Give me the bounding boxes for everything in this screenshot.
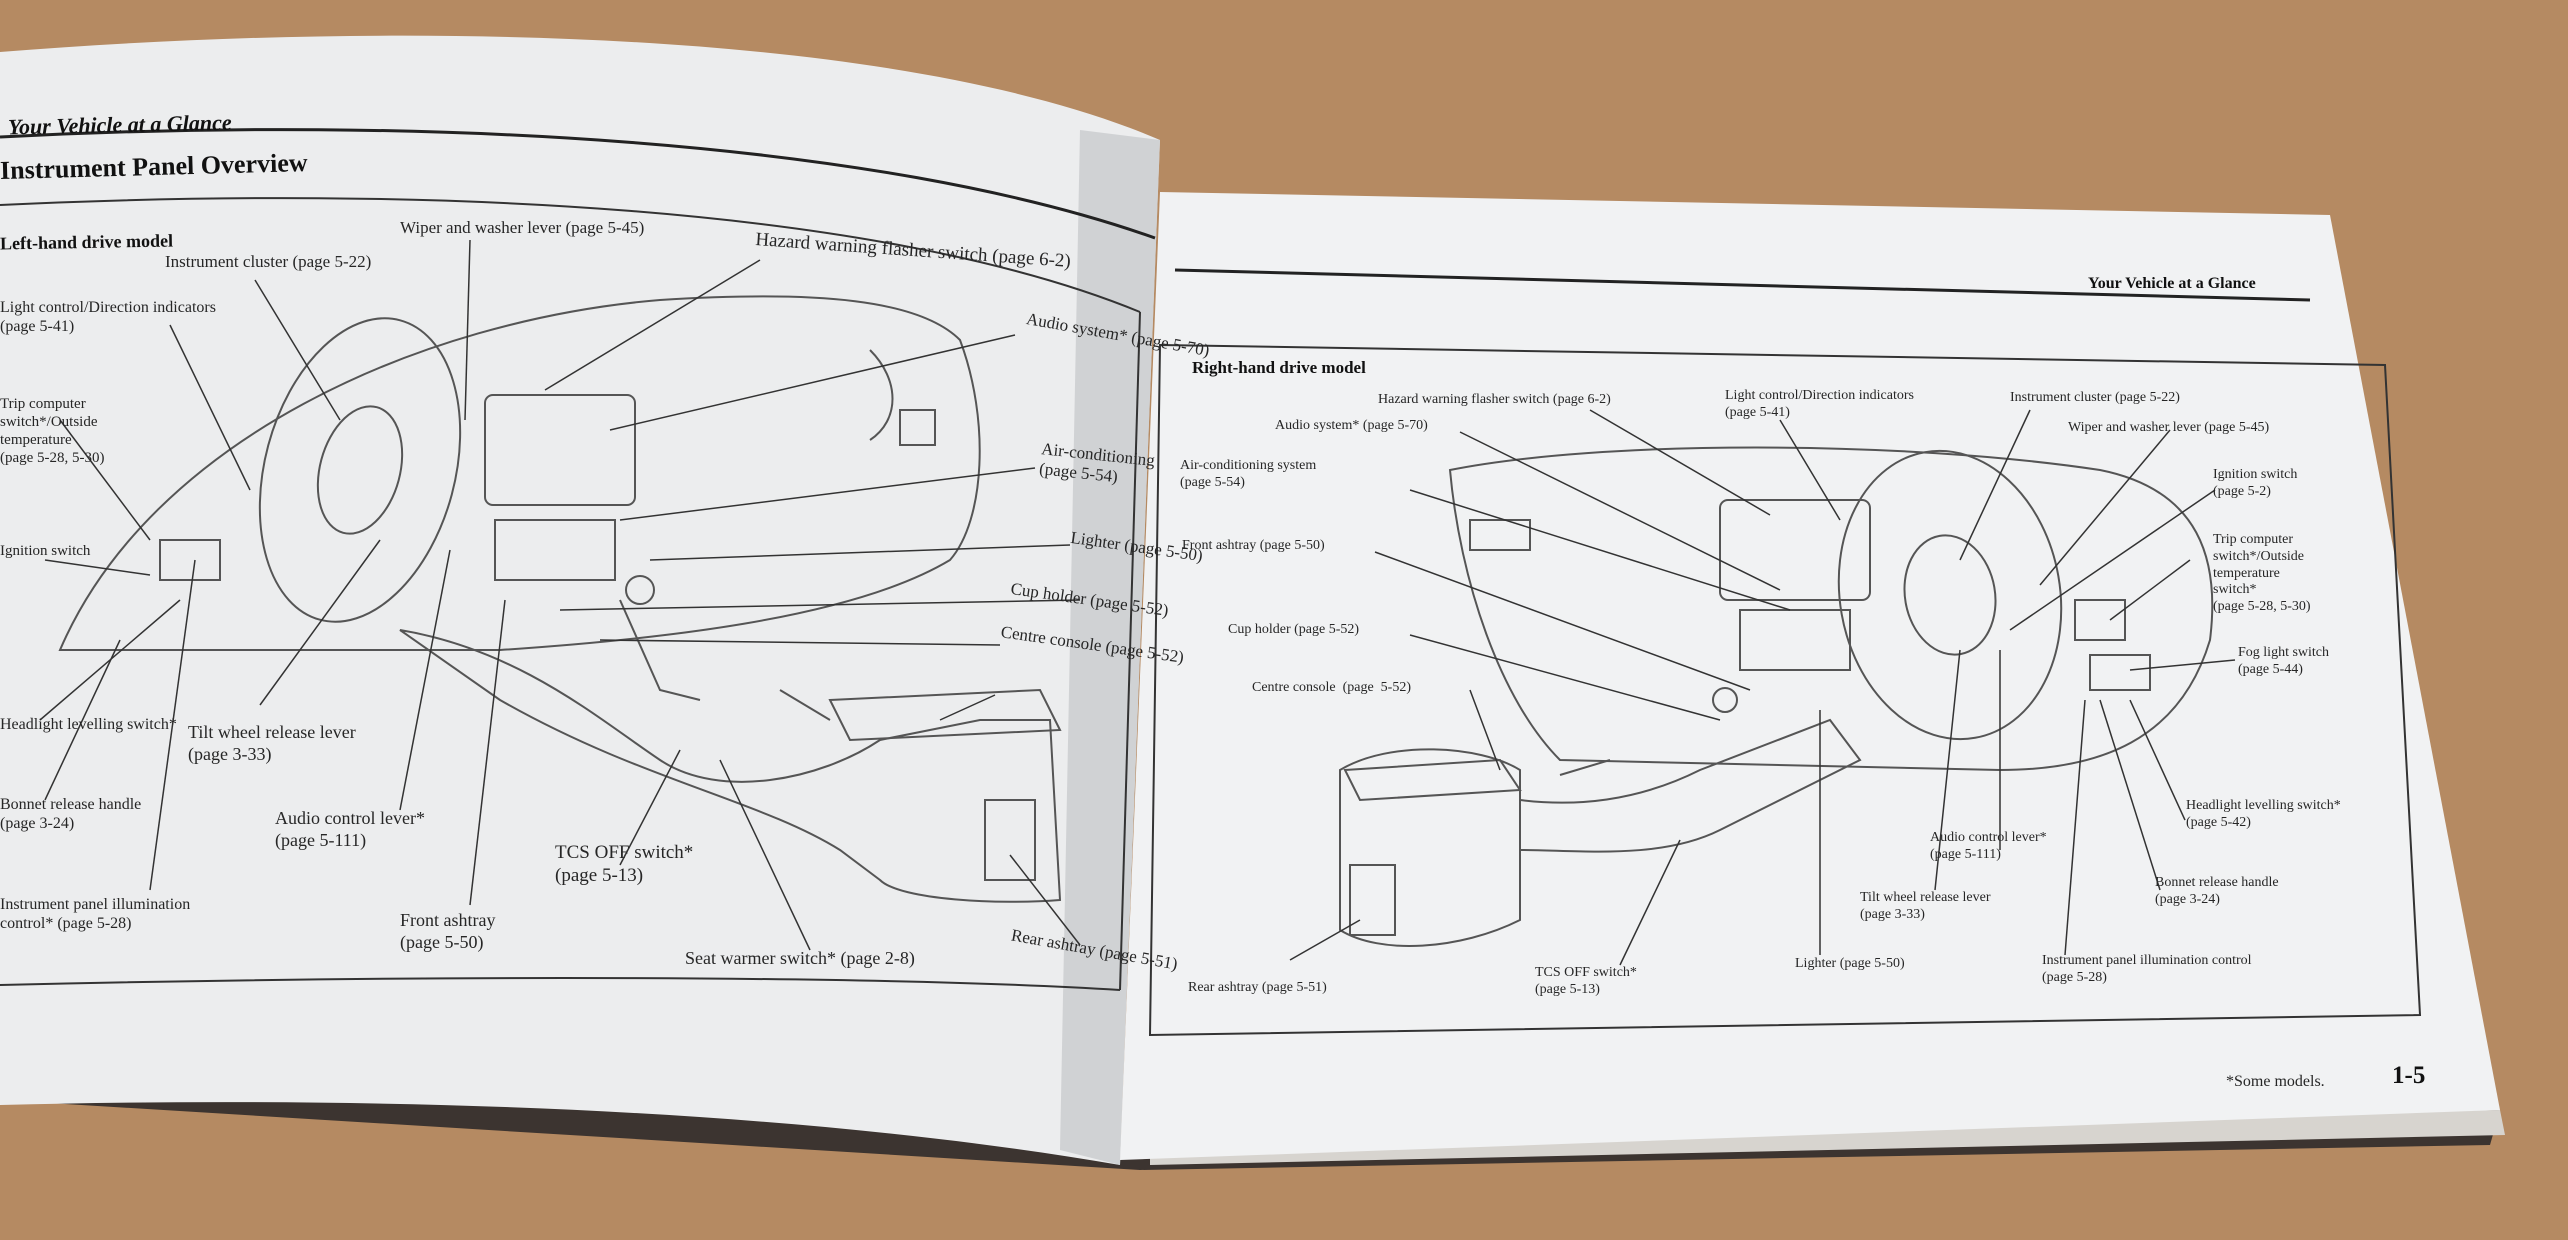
right-callout-audio-system: Audio system* (page 5-70): [1275, 418, 1428, 433]
left-callout-tilt-wheel: Tilt wheel release lever (page 3-33): [188, 722, 356, 764]
left-callout-light-control: Light control/Direction indicators (page…: [0, 299, 216, 336]
left-callout-bonnet-release: Bonnet release handle (page 3-24): [0, 796, 142, 833]
right-callout-trip-computer: Trip computer switch*/Outside temperatur…: [2213, 532, 2311, 615]
left-callout-front-ashtray: Front ashtray (page 5-50): [400, 910, 496, 952]
right-callout-tcs-off: TCS OFF switch* (page 5-13): [1535, 965, 1637, 997]
right-callout-air-conditioning: Air-conditioning system (page 5-54): [1180, 458, 1317, 490]
right-frame: [1148, 343, 2422, 1037]
left-frame-top: [0, 197, 1141, 313]
right-callout-tilt-wheel: Tilt wheel release lever (page 3-33): [1860, 890, 1991, 922]
right-callout-audio-control-lever: Audio control lever* (page 5-111): [1930, 830, 2047, 862]
left-frame-right: [1119, 311, 1141, 991]
left-callout-instrument-cluster: Instrument cluster (page 5-22): [165, 252, 372, 271]
right-dashboard-illustration: [1339, 446, 2214, 948]
left-page-sheet: [0, 35, 1160, 1165]
left-callout-wiper-lever: Wiper and washer lever (page 5-45): [400, 218, 645, 237]
right-callout-front-ashtray: Front ashtray (page 5-50): [1182, 538, 1325, 553]
right-callout-headlight-levelling: Headlight levelling switch* (page 5-42): [2186, 798, 2341, 830]
left-callout-ignition-switch: Ignition switch: [0, 543, 91, 559]
right-callout-light-control: Light control/Direction indicators (page…: [1725, 388, 1914, 420]
right-page-edge-stack: [1150, 1110, 2505, 1165]
left-callout-seat-warmer: Seat warmer switch* (page 2-8): [685, 948, 915, 968]
left-running-head: Your Vehicle at a Glance: [7, 109, 232, 140]
right-callout-illumination-control: Instrument panel illumination control (p…: [2042, 953, 2252, 985]
right-callout-rear-ashtray: Rear ashtray (page 5-51): [1188, 980, 1327, 995]
gutter-shade: [1060, 130, 1160, 1165]
left-frame-bottom: [0, 977, 1121, 991]
right-callout-hazard-switch: Hazard warning flasher switch (page 6-2): [1378, 392, 1611, 407]
right-callout-lighter: Lighter (page 5-50): [1795, 956, 1905, 971]
left-callout-trip-computer: Trip computer switch*/Outside temperatur…: [0, 396, 105, 466]
left-top-rule: [0, 128, 1156, 240]
right-top-rule: [1174, 268, 2311, 302]
left-callout-illumination-control: Instrument panel illumination control* (…: [0, 896, 191, 933]
right-callout-centre-console: Centre console (page 5-52): [1252, 680, 1411, 695]
right-callout-bonnet-release: Bonnet release handle (page 3-24): [2155, 875, 2279, 907]
right-callout-cup-holder: Cup holder (page 5-52): [1228, 622, 1360, 637]
right-section-title: Right-hand drive model: [1192, 358, 1366, 377]
left-callout-tcs-off: TCS OFF switch* (page 5-13): [555, 842, 694, 886]
right-callout-ignition-switch: Ignition switch (page 5-2): [2213, 467, 2298, 499]
right-callout-fog-light: Fog light switch (page 5-44): [2238, 645, 2330, 677]
left-callout-audio-control-lever: Audio control lever* (page 5-111): [275, 808, 425, 850]
left-leader-lines: [39, 239, 1081, 951]
left-callout-headlight-levelling: Headlight levelling switch*: [0, 716, 177, 733]
right-callout-wiper-lever: Wiper and washer lever (page 5-45): [2068, 420, 2270, 435]
right-leader-lines: [1289, 409, 2236, 966]
right-footnote: *Some models.: [2226, 1073, 2325, 1090]
right-running-head: Your Vehicle at a Glance: [2088, 275, 2256, 292]
left-section-title: Left-hand drive model: [0, 230, 174, 254]
left-dashboard-illustration: [58, 295, 1062, 903]
right-callout-instrument-cluster: Instrument cluster (page 5-22): [2010, 390, 2180, 405]
right-page-number: 1-5: [2392, 1062, 2426, 1089]
